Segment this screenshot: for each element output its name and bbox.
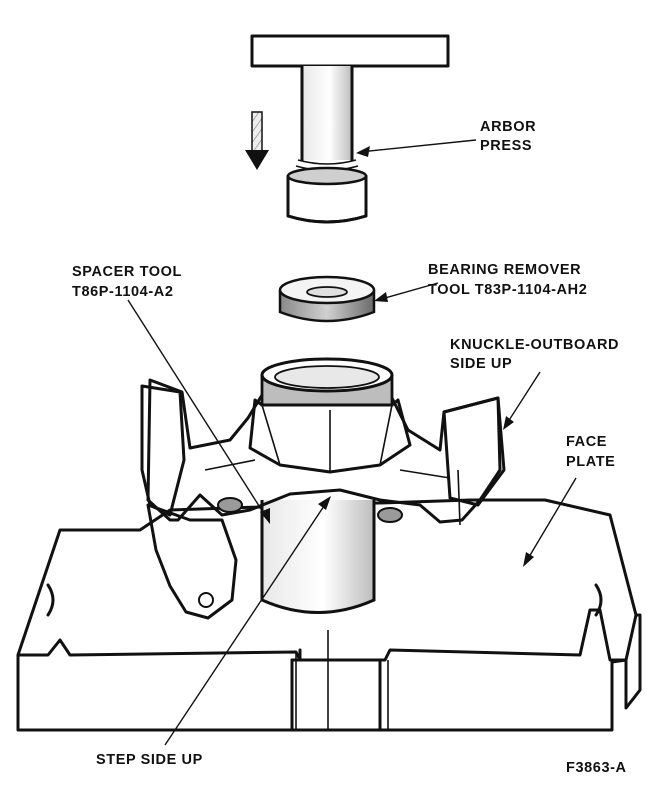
- face-plate-label-line1: FACE: [566, 434, 607, 450]
- arbor-press-label-line1: ARBOR: [480, 119, 536, 135]
- callout-knuckle: KNUCKLE-OUTBOARD SIDE UP: [450, 337, 619, 372]
- knuckle-label-line2: SIDE UP: [450, 356, 512, 372]
- arbor-press: [250, 34, 450, 224]
- steering-knuckle: [140, 357, 506, 620]
- callout-face-plate: FACE PLATE: [566, 434, 615, 470]
- spacer-tool-label-line1: SPACER TOOL: [72, 264, 182, 280]
- callout-arbor-press: ARBOR PRESS: [480, 119, 536, 154]
- step-side-up-label: STEP SIDE UP: [96, 752, 203, 768]
- bearing-remover-label-line1: BEARING REMOVER: [428, 262, 581, 278]
- leader-lines: [127, 139, 577, 746]
- spacer-tool: [260, 500, 376, 614]
- face-plate-label-line2: PLATE: [566, 454, 615, 470]
- arbor-press-label-line2: PRESS: [480, 138, 532, 154]
- bearing-remover-tool: [278, 275, 376, 323]
- bearing-remover-label-line2: TOOL T83P-1104-AH2: [428, 282, 587, 298]
- callout-bearing-remover: BEARING REMOVER TOOL T83P-1104-AH2: [428, 262, 587, 298]
- figure-id-label: F3863-A: [566, 760, 627, 776]
- callout-spacer-tool: SPACER TOOL T86P-1104-A2: [72, 264, 182, 300]
- down-arrow-icon: [245, 111, 269, 170]
- knuckle-label-line1: KNUCKLE-OUTBOARD: [450, 337, 619, 353]
- spacer-tool-label-line2: T86P-1104-A2: [72, 284, 174, 300]
